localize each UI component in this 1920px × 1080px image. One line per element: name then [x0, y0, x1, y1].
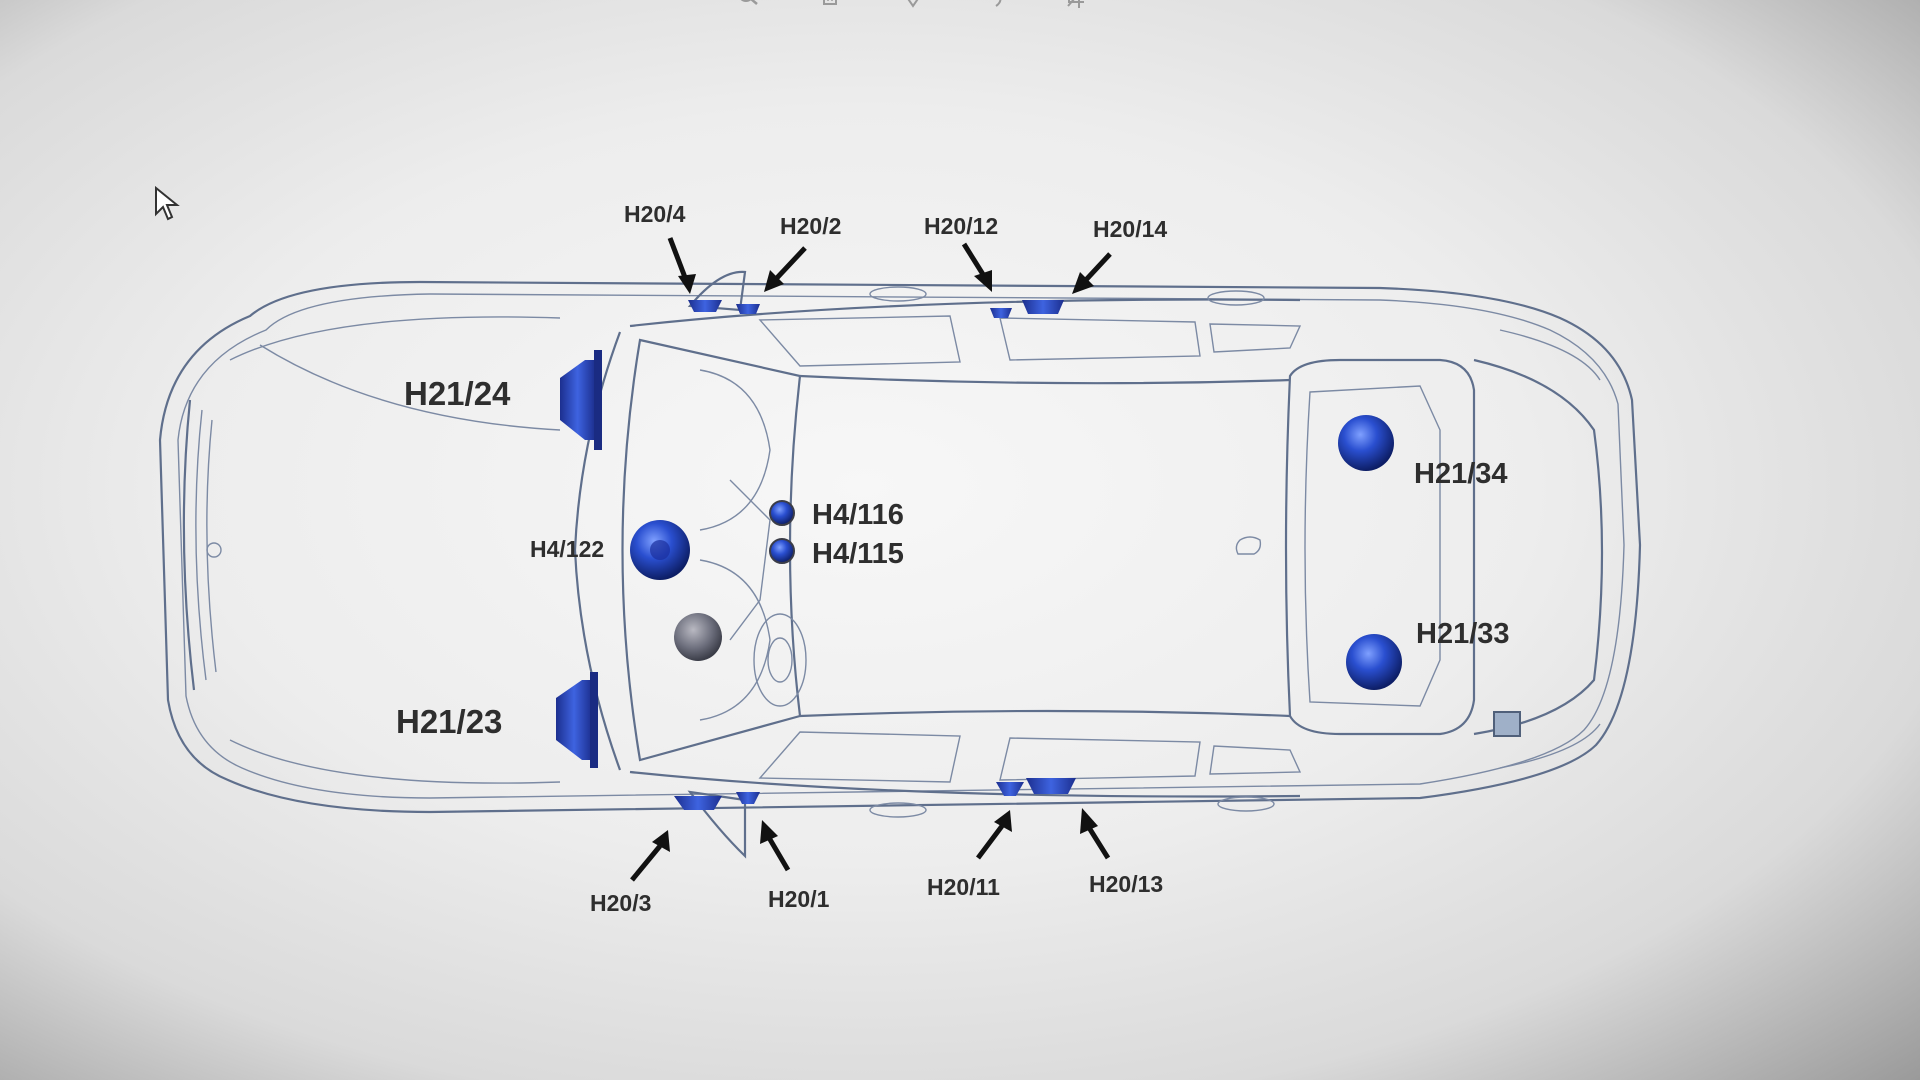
speaker-h20-11	[996, 782, 1024, 796]
speaker-h21-34	[1338, 415, 1394, 471]
rotate-icon[interactable]	[978, 0, 1008, 20]
speaker-h21-24	[560, 350, 602, 450]
label-h21-23: H21/23	[396, 703, 502, 740]
speaker-h20-2	[736, 304, 760, 314]
speaker-center-grey	[674, 613, 722, 661]
label-h20-13: H20/13	[1089, 871, 1163, 897]
speaker-labels: H20/4 H20/2 H20/12 H20/14 H21/24 H21/34 …	[396, 201, 1510, 916]
car-outline	[158, 270, 1642, 859]
label-h21-34: H21/34	[1414, 458, 1508, 490]
speaker-h4-115	[769, 538, 795, 564]
pointer-arrows	[630, 237, 1112, 882]
door-speakers-right	[674, 778, 1076, 810]
mouse-cursor-icon	[155, 186, 180, 221]
label-h20-2: H20/2	[780, 213, 841, 239]
favorite-icon[interactable]	[898, 0, 928, 20]
speaker-h20-1	[736, 792, 760, 804]
image-viewer-toolbar	[720, 0, 1100, 22]
label-h20-1: H20/1	[768, 886, 830, 912]
label-h4-122: H4/122	[530, 536, 604, 562]
speaker-h4-116	[769, 500, 795, 526]
speaker-h20-13	[1026, 778, 1076, 794]
speaker-h20-12	[990, 308, 1012, 318]
label-h20-4: H20/4	[624, 201, 686, 227]
speaker-h21-23	[556, 672, 598, 768]
label-h20-14: H20/14	[1093, 216, 1167, 242]
label-h4-116: H4/116	[812, 499, 904, 531]
label-h21-33: H21/33	[1416, 618, 1510, 650]
speaker-h21-33	[1346, 634, 1402, 690]
label-h20-11: H20/11	[927, 874, 1000, 900]
label-h20-12: H20/12	[924, 213, 998, 239]
label-h21-24: H21/24	[404, 375, 511, 412]
trash-icon[interactable]	[815, 0, 845, 20]
speaker-h20-14	[1022, 300, 1064, 314]
door-speakers-left	[688, 300, 1064, 318]
label-h20-3: H20/3	[590, 890, 651, 916]
label-h4-115: H4/115	[812, 538, 904, 570]
crop-icon[interactable]	[1060, 0, 1090, 20]
rear-module-square	[1493, 711, 1521, 737]
speaker-h20-4	[688, 300, 722, 312]
speaker-h20-3	[674, 796, 722, 810]
zoom-icon[interactable]	[734, 0, 764, 20]
